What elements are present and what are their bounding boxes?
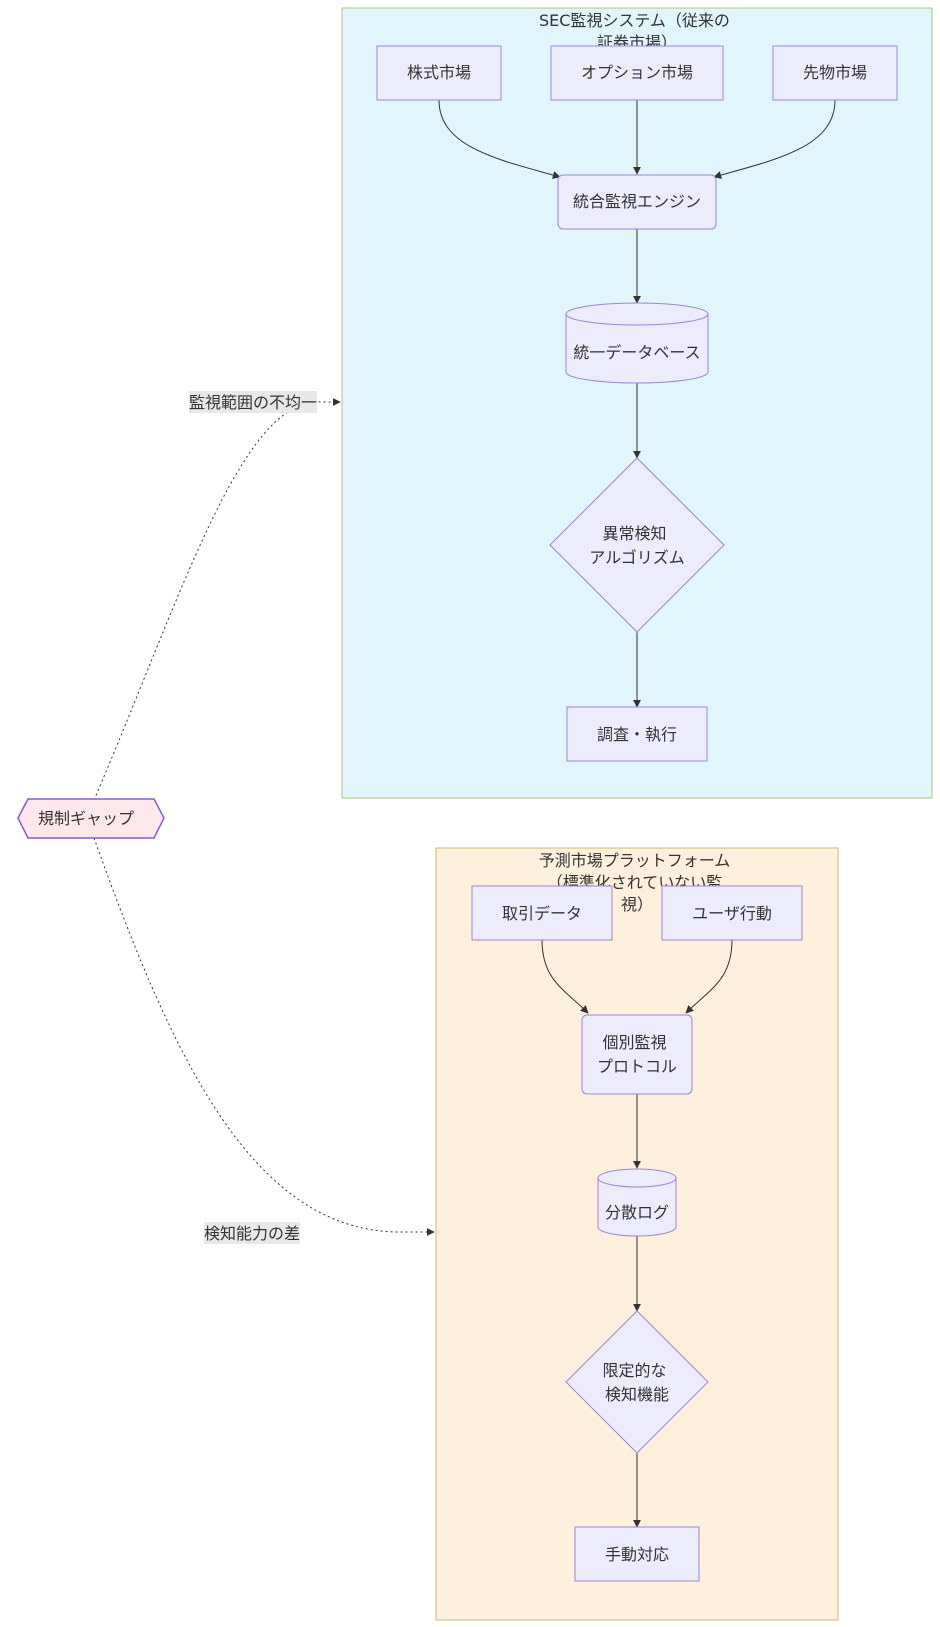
svg-text:株式市場: 株式市場	[407, 63, 471, 82]
svg-text:先物市場: 先物市場	[803, 63, 867, 82]
node-manual-response: 手動対応	[574, 1526, 700, 1582]
node-trade-data: 取引データ	[471, 885, 613, 941]
svg-text:調査・執行: 調査・執行	[597, 725, 677, 744]
node-stock-market: 株式市場	[376, 45, 502, 101]
node-futures-market: 先物市場	[772, 45, 898, 101]
node-individual-protocol: 個別監視 プロトコル	[581, 1014, 693, 1095]
svg-text:分散ログ: 分散ログ	[605, 1203, 669, 1222]
edge-gap-to-pm	[93, 837, 435, 1236]
svg-text:監視範囲の不均一: 監視範囲の不均一	[189, 393, 317, 412]
edge-stock-to-engine	[438, 99, 561, 179]
svg-text:手動対応: 手動対応	[605, 1545, 669, 1564]
node-regulatory-gap: 規制ギャップ	[17, 798, 165, 839]
node-distributed-log: 分散ログ	[597, 1168, 677, 1237]
node-integrated-engine: 統合監視エンジン	[557, 174, 717, 230]
node-investigation: 調査・執行	[566, 706, 708, 762]
edge-gap-to-sec	[93, 398, 341, 801]
svg-text:ユーザ行動: ユーザ行動	[692, 904, 772, 923]
svg-text:個別監視 プロトコル: 個別監視 プロトコル	[597, 1033, 677, 1076]
svg-text:限定的な 検知機能: 限定的な 検知機能	[602, 1361, 671, 1404]
svg-text:オプション市場: オプション市場	[581, 63, 693, 82]
edge-user-to-protocol	[685, 939, 733, 1014]
node-user-behavior: ユーザ行動	[661, 885, 803, 941]
svg-text:検知能力の差: 検知能力の差	[204, 1224, 300, 1243]
edge-label-gap-to-pm: 検知能力の差	[204, 1222, 300, 1244]
svg-text:取引データ: 取引データ	[502, 904, 582, 923]
edge-label-gap-to-sec: 監視範囲の不均一	[189, 391, 317, 413]
svg-text:統一データベース: 統一データベース	[573, 343, 700, 362]
svg-text:統合監視エンジン: 統合監視エンジン	[573, 192, 701, 211]
node-options-market: オプション市場	[550, 45, 724, 101]
node-anomaly-detection: 異常検知 アルゴリズム	[549, 457, 725, 633]
edge-futures-to-engine	[713, 99, 836, 179]
svg-text:異常検知 アルゴリズム: 異常検知 アルゴリズム	[589, 524, 685, 567]
node-unified-db: 統一データベース	[565, 302, 709, 384]
svg-text:規制ギャップ: 規制ギャップ	[38, 809, 134, 828]
edge-trade-to-protocol	[541, 939, 589, 1014]
node-limited-detection: 限定的な 検知機能	[565, 1310, 709, 1454]
